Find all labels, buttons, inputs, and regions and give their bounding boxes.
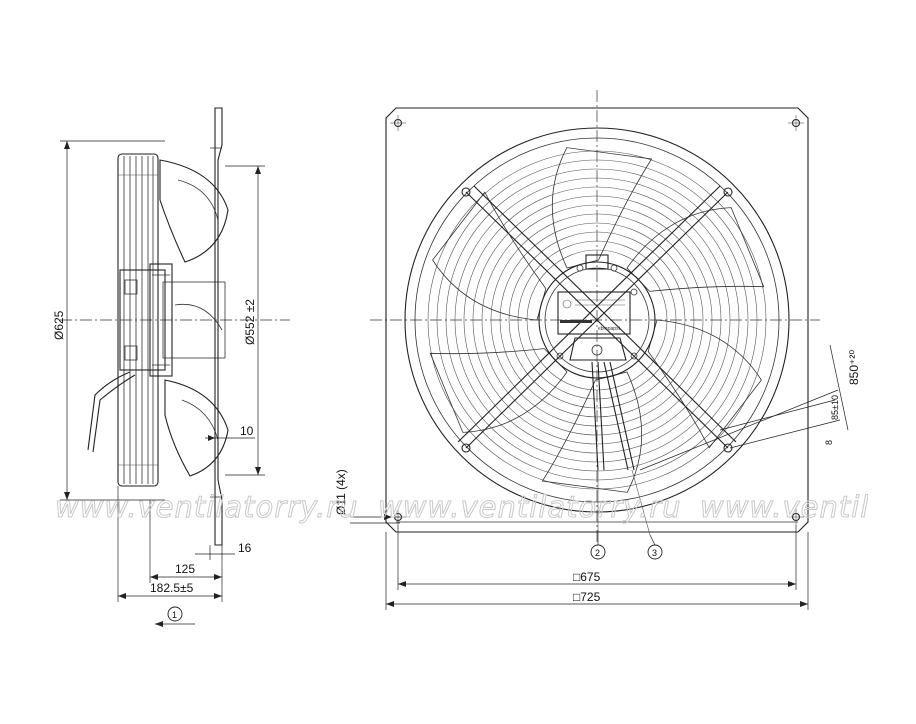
- dim-cable-strip: 85±10: [830, 395, 840, 420]
- terminal-box: [569, 337, 627, 361]
- mounting-plate: [385, 107, 809, 533]
- inlet-guard: [117, 153, 159, 487]
- watermark-1: www.ventilatorry.ru: [55, 490, 359, 524]
- side-flange: [210, 107, 223, 546]
- callout-view-circle: [167, 606, 183, 622]
- dim-total-depth: 182.5±5: [150, 581, 194, 595]
- motor-label-brand: ebmpapst: [598, 326, 621, 332]
- callout-3-circle: [647, 544, 663, 560]
- dim-flange-depth: 10: [240, 424, 254, 438]
- dim-plate-size: □725: [573, 590, 601, 604]
- side-view: Ø625: [52, 107, 290, 627]
- impeller-blades: [429, 147, 765, 493]
- watermark-2: www.ventilatorry.ru: [378, 490, 682, 524]
- shroud-outer: [404, 127, 790, 513]
- side-cable: [87, 371, 131, 451]
- callout-2-circle: [590, 544, 606, 560]
- dim-side-diameter: Ø625: [52, 310, 66, 340]
- dim-wire-strip: 8: [824, 440, 834, 445]
- guard-rings: [427, 150, 767, 490]
- dim-blade-diameter: Ø552 ±2: [243, 299, 257, 345]
- dim-hole-pitch: □675: [573, 570, 601, 584]
- callout-view-label: 1: [172, 610, 177, 620]
- dim-motor-depth: 125: [175, 562, 195, 576]
- watermark-3: www.ventilatorry.ru: [700, 490, 916, 524]
- dim-hole-spec: Ø11 (4x): [334, 469, 348, 515]
- callout-3-label: 3: [652, 548, 657, 558]
- front-cables: [591, 361, 651, 536]
- motor-hub-outer: [538, 261, 656, 379]
- motor-label: [557, 291, 631, 335]
- dim-flange-thickness: 16: [238, 541, 252, 555]
- front-view: ebmpapst 850⁺²⁰ 85±10 8 2 3 Ø: [334, 90, 861, 610]
- callout-2-label: 2: [595, 548, 600, 558]
- motor-body: [119, 263, 226, 377]
- shroud-inner: [414, 137, 780, 503]
- dim-cable-length: 850⁺²⁰: [847, 350, 861, 385]
- guard-struts: [457, 185, 737, 453]
